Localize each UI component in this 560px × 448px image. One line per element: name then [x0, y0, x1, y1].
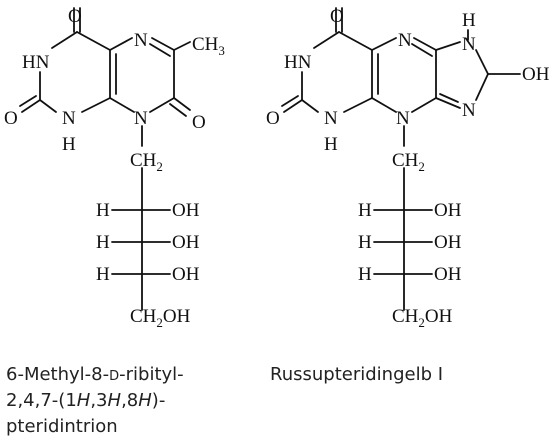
atom-oh3: OH [172, 264, 200, 285]
bond [39, 99, 57, 113]
atom-h3: H [358, 264, 372, 285]
atom-n-bridge: N [134, 108, 148, 129]
bond [81, 97, 111, 113]
atom-o-left: O [266, 108, 280, 129]
bond [413, 37, 437, 51]
atom-n-lower: N [324, 108, 338, 129]
atom-hn: HN [22, 52, 50, 73]
atom-hn: HN [284, 52, 312, 73]
bond [149, 43, 171, 57]
bond [173, 41, 191, 51]
bond [151, 37, 175, 51]
bond [411, 43, 433, 57]
atom-h2: H [358, 232, 372, 253]
atom-nh-h: H [462, 10, 476, 31]
atom-oh1: OH [172, 200, 200, 221]
atom-o-left: O [4, 108, 18, 129]
atom-o-top: O [68, 6, 82, 27]
atom-oh-right: OH [522, 64, 550, 85]
caption-left: 6-Methyl-8-d-ribityl- 2,4,7-(1H,3H,8H)- … [6, 362, 184, 440]
caption-left-line2: 2,4,7-(1H,3H,8H)- [6, 390, 166, 411]
bond [439, 93, 459, 103]
atom-h1: H [358, 200, 372, 221]
bond [21, 99, 41, 113]
atom-ch2oh: CH2OH [392, 306, 453, 330]
atom-n-lower: N [62, 108, 76, 129]
atom-n-five: N [462, 100, 476, 121]
atom-oh2: OH [172, 232, 200, 253]
bond [173, 97, 191, 111]
caption-left-line3: pteridintrion [6, 416, 118, 437]
bond [76, 31, 111, 51]
atom-n-lower-h: H [324, 134, 338, 155]
bond [109, 97, 135, 113]
atom-h3: H [96, 264, 110, 285]
atom-n-ring-top: N [398, 30, 412, 51]
atom-n-ring-top: N [134, 30, 148, 51]
atom-ch2oh: CH2OH [130, 306, 191, 330]
caption-left-line1: 6-Methyl-8-d-ribityl- [6, 364, 184, 385]
bond [283, 99, 303, 113]
bond [371, 97, 397, 113]
bond [51, 31, 78, 49]
atom-ch2: CH2 [130, 150, 163, 174]
bond [371, 37, 397, 51]
atom-oh1: OH [434, 200, 462, 221]
bond [19, 95, 37, 107]
bond [338, 31, 373, 51]
atom-o-top: O [330, 6, 344, 27]
bond [343, 97, 373, 113]
atom-oh2: OH [434, 232, 462, 253]
bond [169, 103, 187, 117]
bond [301, 99, 319, 113]
bond [109, 37, 133, 51]
atom-ch2: CH2 [392, 150, 425, 174]
atom-n-lower-h: H [62, 134, 76, 155]
structure-2-russupteridingelb: O HN O N H N H N OH N N CH2 H OH H OH H … [266, 6, 550, 330]
atom-o-right: O [192, 112, 206, 133]
bond [435, 41, 461, 51]
atom-oh3: OH [434, 264, 462, 285]
bond [281, 95, 299, 107]
atom-n-bridge: N [396, 108, 410, 129]
bond [475, 73, 489, 101]
bond [411, 97, 437, 113]
caption-right: Russupteridingelb I [270, 364, 444, 385]
atom-ch3: CH3 [192, 34, 225, 58]
atom-h1: H [96, 200, 110, 221]
structure-1-methyl-ribityl-pteridintrione: O HN O N H N CH3 N O CH2 H OH H OH H OH … [4, 6, 225, 330]
bond [149, 97, 175, 113]
bond [313, 31, 340, 49]
atom-h2: H [96, 232, 110, 253]
bond [435, 97, 461, 109]
bond [475, 49, 489, 75]
atom-nh-n: N [462, 34, 476, 55]
